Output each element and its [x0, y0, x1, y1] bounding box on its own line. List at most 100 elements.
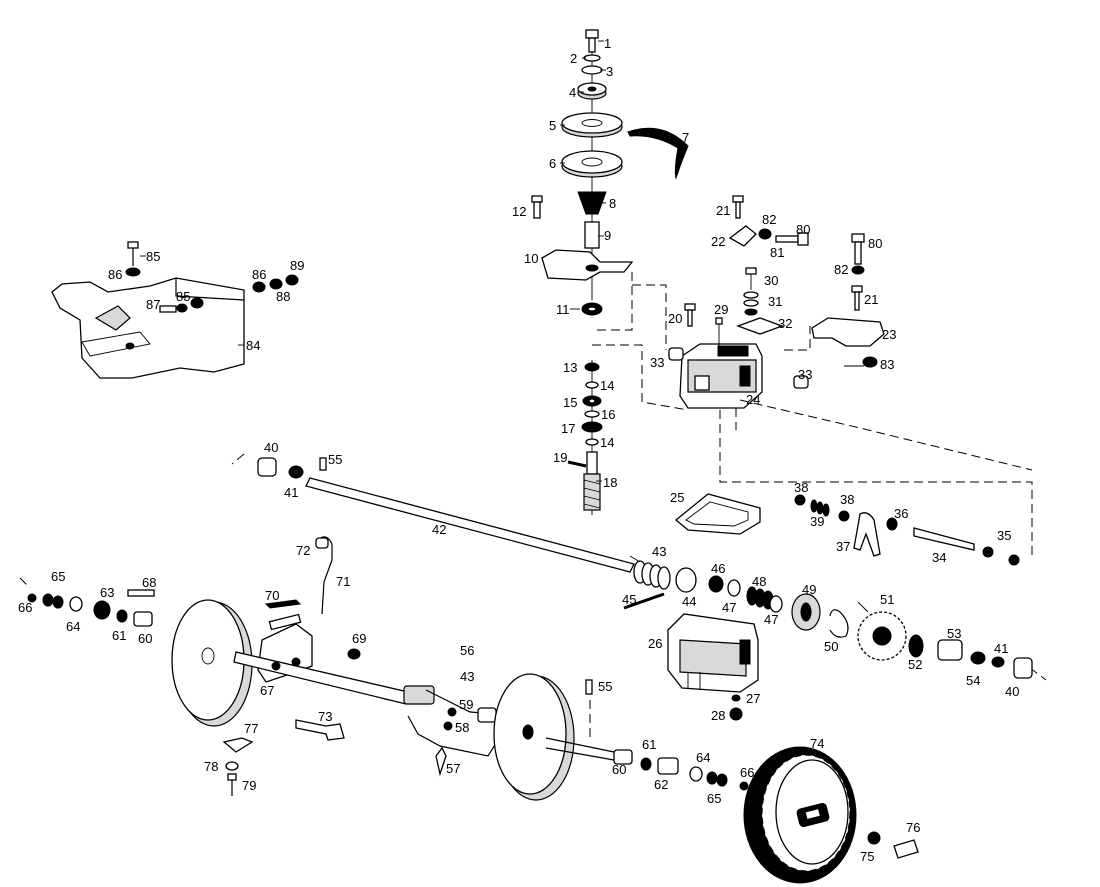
cover-assembly [51, 241, 299, 379]
label-7: 7 [682, 130, 689, 145]
label-48: 48 [752, 574, 766, 589]
left-hub-assembly [27, 589, 155, 627]
worm-shaft-part-18 [586, 451, 598, 475]
shaft-stack-assembly [567, 360, 603, 515]
pin-part-27 [731, 694, 741, 702]
label-73: 73 [318, 709, 332, 724]
shaft-part-9 [584, 221, 600, 249]
label-65a: 65 [51, 569, 65, 584]
bolt-part-79 [227, 773, 237, 781]
bolt-part-85 [127, 241, 139, 249]
bolt-part-73 [295, 719, 345, 741]
nut-part-89 [285, 274, 299, 286]
washer-part-78 [225, 761, 239, 771]
label-25: 25 [670, 490, 684, 505]
label-86a: 86 [108, 267, 122, 282]
label-40b: 40 [1005, 684, 1019, 699]
washer-part-61-right [640, 757, 652, 771]
washer-part-59 [447, 707, 457, 717]
plate-part-32 [736, 317, 784, 335]
cap-part-76 [893, 839, 919, 859]
label-33a: 33 [650, 355, 664, 370]
spring-part-43-lower [403, 685, 435, 705]
washer-part-2 [583, 54, 601, 62]
knob-part-72 [315, 537, 329, 549]
label-57: 57 [446, 761, 460, 776]
label-9: 9 [604, 228, 611, 243]
bolt-part-80 [775, 235, 799, 243]
spring-part-50 [829, 609, 849, 638]
label-82a: 82 [762, 212, 776, 227]
shaft-part-34 [913, 527, 975, 551]
label-21b: 21 [864, 292, 878, 307]
bushing-part-52 [908, 634, 924, 658]
nut-part-75 [867, 831, 881, 845]
label-10: 10 [524, 251, 538, 266]
label-59: 59 [459, 697, 473, 712]
label-80b: 80 [868, 236, 882, 251]
label-8: 8 [609, 196, 616, 211]
label-77: 77 [244, 721, 258, 736]
washer-part-54 [970, 651, 986, 665]
ring-part-64-right [689, 766, 703, 782]
ring-part-47 [727, 579, 741, 597]
label-31: 31 [768, 294, 782, 309]
label-80a: 80 [796, 222, 810, 237]
label-53: 53 [947, 626, 961, 641]
label-39: 39 [810, 514, 824, 529]
label-37: 37 [836, 539, 850, 554]
top-stack-assembly [531, 29, 689, 316]
washer-part-36 [886, 517, 898, 531]
bolt-part-1 [585, 29, 599, 39]
label-12: 12 [512, 204, 526, 219]
label-24: 24 [746, 392, 760, 407]
spring-part-43 [633, 560, 671, 590]
label-5: 5 [549, 118, 556, 133]
label-60b: 60 [612, 762, 626, 777]
bolt-part-68 [127, 589, 155, 597]
gasket-part-25 [674, 493, 761, 535]
nut-part-88 [269, 278, 283, 290]
right-hub-assembly [613, 749, 749, 791]
washer-part-38-left [794, 494, 806, 506]
label-74: 74 [810, 736, 824, 751]
label-11: 11 [556, 302, 570, 317]
bushing-part-40-right [1013, 657, 1033, 679]
washer-part-86 [125, 267, 141, 277]
plug-part-33-left [668, 347, 684, 361]
label-76: 76 [906, 820, 920, 835]
washer-part-46 [708, 575, 724, 593]
label-88: 88 [276, 289, 290, 304]
label-1: 1 [604, 36, 611, 51]
label-82b: 82 [834, 262, 848, 277]
pin-part-29 [715, 317, 723, 325]
label-30: 30 [764, 273, 778, 288]
label-38a: 38 [794, 480, 808, 495]
height-lever-assembly [403, 685, 499, 777]
ring-part-13 [584, 362, 600, 372]
washer-part-16 [584, 410, 600, 418]
washer-part-82 [758, 228, 772, 240]
bolt-part-80-right [851, 233, 865, 243]
screw-part-12 [531, 195, 543, 203]
spring-part-39 [810, 499, 830, 517]
label-79: 79 [242, 778, 256, 793]
label-44: 44 [682, 594, 696, 609]
label-68: 68 [142, 575, 156, 590]
label-28: 28 [711, 708, 725, 723]
bearing-part-65-left [42, 593, 54, 607]
label-34: 34 [932, 550, 946, 565]
label-18: 18 [603, 475, 617, 490]
pin-part-55-top [319, 457, 327, 471]
nut-part-28 [729, 707, 743, 721]
label-87: 87 [146, 297, 160, 312]
nut-part-58 [443, 721, 453, 731]
plug-part-33-right [793, 375, 809, 389]
label-81: 81 [770, 245, 784, 260]
belt-part-7 [627, 127, 689, 180]
label-65b: 65 [707, 791, 721, 806]
part-number-labels: 1 2 3 4 5 6 7 8 9 10 11 12 13 14 15 16 1… [18, 36, 1019, 864]
label-52: 52 [908, 657, 922, 672]
bushing-part-62 [657, 757, 679, 775]
label-58: 58 [455, 720, 469, 735]
